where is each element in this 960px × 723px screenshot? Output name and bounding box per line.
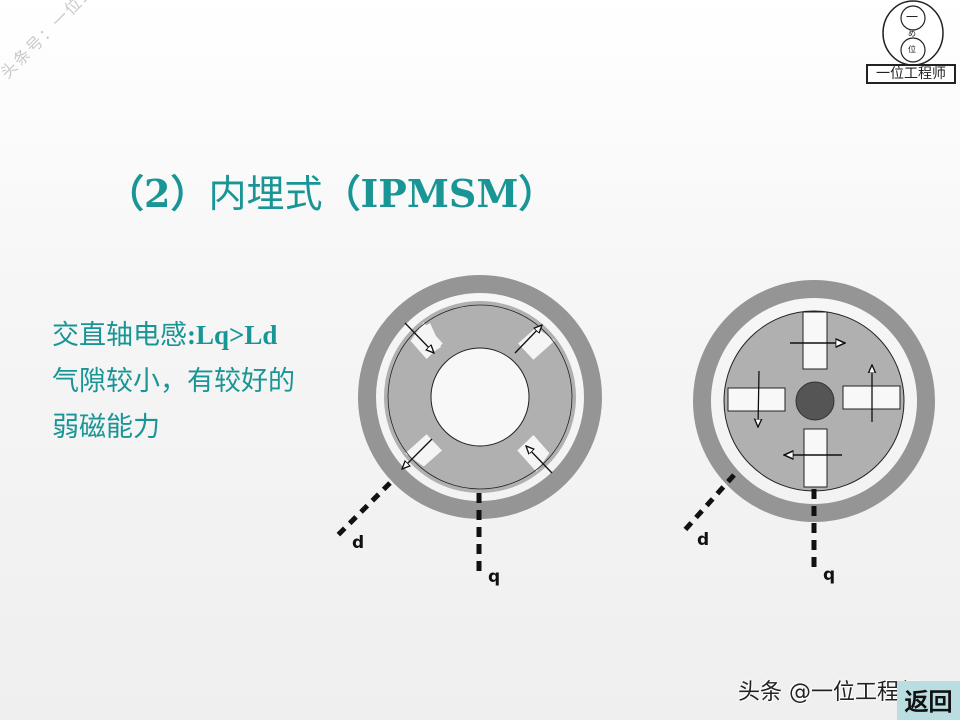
logo-label: 一位工程师: [866, 64, 956, 84]
diagram1-q-label: q: [488, 567, 501, 587]
title-cn: 内埋式: [208, 172, 323, 216]
surface-inset-rotor-diagram: [334, 275, 602, 575]
d-axis-line: [682, 473, 736, 533]
body-line-1-latin: :Lq>Ld: [187, 320, 278, 350]
logo-bottom-char: 位: [908, 45, 916, 54]
footer-watermark: 头条 @一位工程师: [738, 680, 921, 705]
page-title: （2）内埋式（IPMSM）: [106, 163, 556, 218]
title-suffix: （IPMSM）: [322, 171, 557, 216]
back-button[interactable]: 返回: [897, 681, 960, 720]
diagram1-d-label: d: [352, 533, 365, 553]
title-prefix: （2）: [106, 171, 209, 216]
body-line-3: 弱磁能力: [52, 412, 160, 443]
body-line-1-cn: 交直轴电感: [52, 320, 187, 351]
body-line-1: 交直轴电感:Lq>Ld: [52, 312, 295, 359]
diagonal-watermark: 头条号：一位工程师: [0, 0, 125, 83]
diagram2-q-label: q: [823, 565, 836, 585]
body-text: 交直轴电感:Lq>Ld 气隙较小，有较好的 弱磁能力: [52, 312, 295, 451]
diagram2-d-label: d: [697, 530, 710, 550]
logo-top-char: 一: [906, 10, 919, 24]
body-line-2: 气隙较小，有较好的: [52, 366, 295, 397]
logo-middle-char: め: [908, 29, 916, 38]
interior-magnet-rotor-diagram: [682, 280, 935, 567]
d-axis-line: [334, 481, 392, 539]
logo-icon: [882, 0, 944, 66]
